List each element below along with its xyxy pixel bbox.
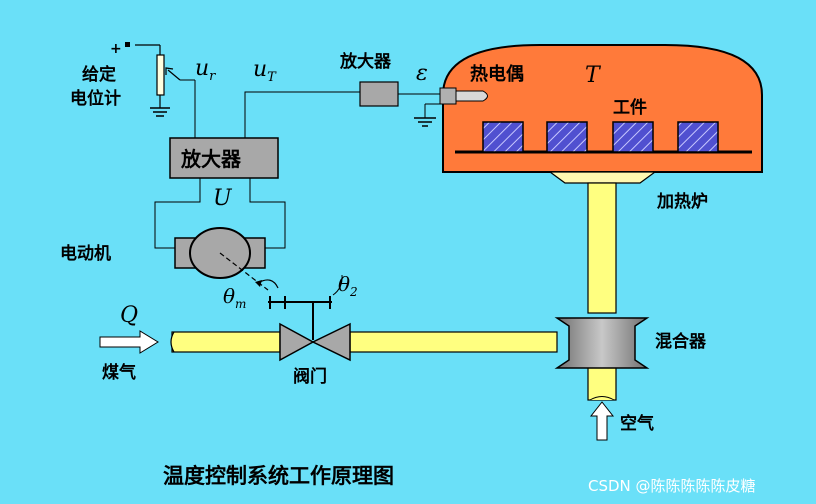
gas-label: 煤气 [102, 362, 136, 383]
workpiece-label: 工件 [613, 97, 647, 118]
feedback-wire [244, 91, 360, 138]
workpieces [482, 121, 719, 153]
top-amplifier [359, 81, 399, 107]
csdn-watermark: CSDN @陈陈陈陈陈皮糖 [588, 477, 756, 495]
u-T-symbol: uT [253, 57, 277, 85]
epsilon-symbol: ε [416, 61, 428, 86]
theta-2-symbol: θ2 [338, 272, 358, 299]
theta-m-symbol: θm [223, 284, 246, 311]
gas-pipe [170, 331, 558, 353]
thermocouple-label: 热电偶 [470, 63, 524, 85]
valve-label: 阀门 [293, 366, 327, 387]
valve [279, 322, 351, 362]
main-amplifier-label: 放大器 [180, 147, 242, 171]
mixer-label: 混合器 [655, 331, 707, 352]
u-r-symbol: ur [195, 56, 216, 84]
motor [174, 227, 279, 291]
reference-pot-label-2: 电位计 [70, 88, 121, 109]
valve-actuator [268, 274, 343, 340]
motor-wires [154, 178, 286, 249]
furnace [442, 44, 763, 314]
Q-symbol: Q [120, 303, 138, 328]
diagram-caption: 温度控制系统工作原理图 [163, 464, 394, 488]
mixer [554, 317, 650, 401]
reference-pot-label-1: 给定 [82, 64, 116, 85]
air-label: 空气 [620, 413, 654, 434]
gas-inlet-arrow [99, 330, 159, 354]
motor-label: 电动机 [60, 243, 111, 264]
main-amplifier [169, 137, 279, 179]
reference-potentiometer [125, 42, 196, 138]
furnace-label: 加热炉 [656, 191, 708, 212]
top-amplifier-label: 放大器 [339, 51, 392, 72]
thermocouple-probe [414, 87, 488, 127]
U-symbol: U [213, 186, 233, 211]
plus-sign: + [110, 41, 122, 57]
T-symbol: T [585, 63, 602, 88]
air-inlet-arrow [589, 401, 615, 441]
